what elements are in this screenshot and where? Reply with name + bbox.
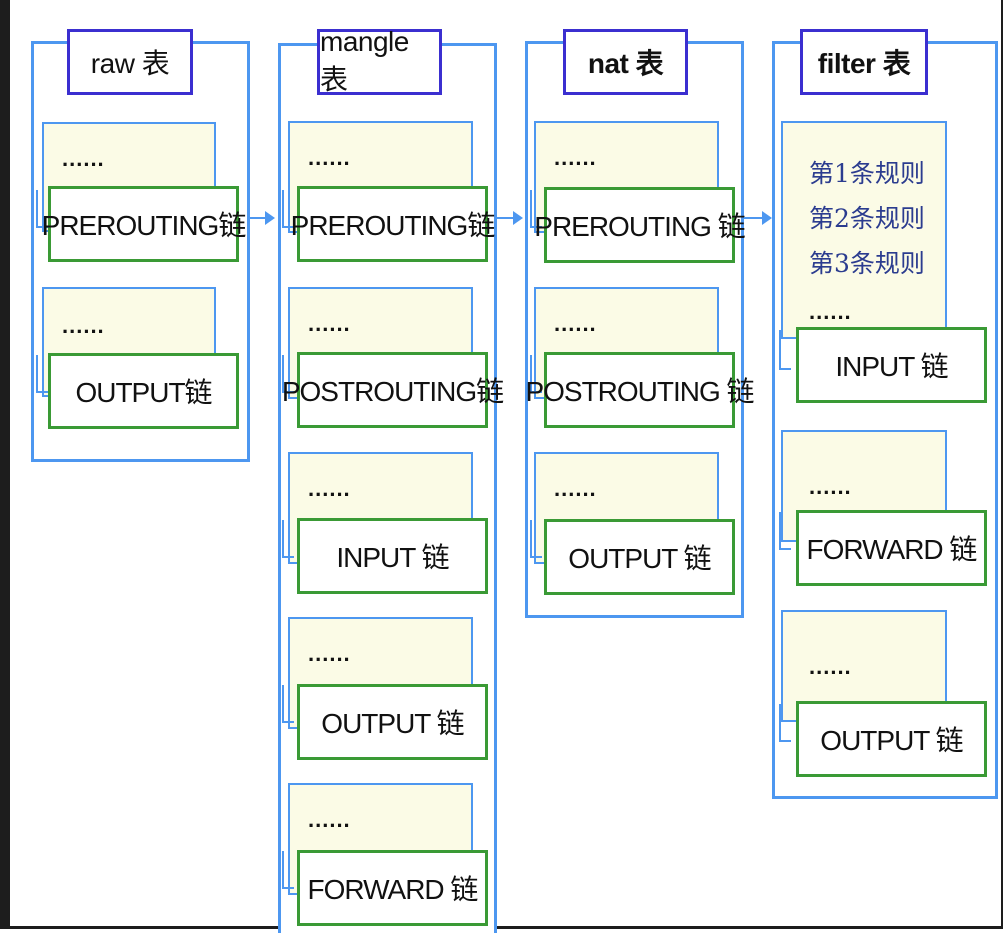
mangle-output-chain: OUTPUT 链 [297, 684, 488, 760]
rule-ellipsis: ...... [62, 313, 105, 338]
mangle-postrouting-connector [282, 355, 294, 393]
nat-to-filter-arrow [744, 211, 772, 225]
mangle-forward-connector [282, 851, 294, 889]
mangle-prerouting-chain: PREROUTING链 [291, 186, 495, 262]
mangle-input-chain: INPUT 链 [297, 518, 488, 594]
rule-ellipsis: ...... [308, 476, 351, 501]
filter-input-chain: INPUT 链 [796, 327, 987, 403]
raw-output-chain: OUTPUT链 [48, 353, 239, 429]
filter-output-chain: OUTPUT 链 [796, 701, 987, 777]
bottom-frame-edge [0, 926, 1003, 929]
filter-input-rules: 第1条规则 第2条规则 第3条规则 ...... [781, 121, 947, 339]
mangle-postrouting-chain: POSTROUTING链 [282, 352, 504, 428]
rule-ellipsis: ...... [554, 476, 597, 501]
nat-prerouting-chain: PREROUTING 链 [534, 187, 746, 263]
raw-prerouting-chain: PREROUTING链 [42, 186, 246, 262]
rule-ellipsis: ...... [554, 311, 597, 336]
mangle-forward-chain: FORWARD 链 [297, 850, 488, 926]
filter-input-connector [779, 330, 791, 370]
rule-ellipsis: ...... [62, 146, 105, 171]
nat-prerouting-connector [530, 190, 542, 228]
nat-table-title: nat 表 [563, 29, 688, 95]
raw-prerouting-connector [36, 190, 48, 228]
rule-ellipsis: ...... [308, 311, 351, 336]
rule-line-1: 第1条规则 [809, 159, 925, 188]
left-frame-edge [0, 0, 10, 929]
rule-ellipsis: ...... [308, 641, 351, 666]
mangle-table-title: mangle 表 [317, 26, 442, 95]
raw-to-mangle-arrow [250, 211, 275, 225]
rule-ellipsis: ...... [809, 654, 852, 679]
filter-forward-connector [779, 512, 791, 550]
filter-rule-list: 第1条规则 第2条规则 第3条规则 [809, 151, 925, 286]
nat-postrouting-chain: POSTROUTING 链 [525, 352, 755, 428]
rule-line-3: 第3条规则 [809, 249, 925, 278]
mangle-output-connector [282, 685, 294, 723]
mangle-input-connector [282, 520, 294, 558]
filter-table-title: filter 表 [800, 29, 928, 95]
filter-forward-chain: FORWARD 链 [796, 510, 987, 586]
right-frame-edge [1001, 0, 1003, 929]
mangle-prerouting-connector [282, 190, 294, 228]
nat-postrouting-connector [530, 355, 542, 393]
rule-ellipsis: ...... [554, 145, 597, 170]
filter-output-connector [779, 704, 791, 742]
rule-ellipsis: ...... [308, 807, 351, 832]
mangle-to-nat-arrow [497, 211, 523, 225]
rule-ellipsis: ...... [809, 299, 852, 324]
rule-line-2: 第2条规则 [809, 204, 925, 233]
rule-ellipsis: ...... [809, 474, 852, 499]
rule-ellipsis: ...... [308, 145, 351, 170]
raw-output-connector [36, 355, 48, 393]
nat-output-connector [530, 520, 542, 558]
raw-table-title: raw 表 [67, 29, 193, 95]
nat-output-chain: OUTPUT 链 [544, 519, 735, 595]
